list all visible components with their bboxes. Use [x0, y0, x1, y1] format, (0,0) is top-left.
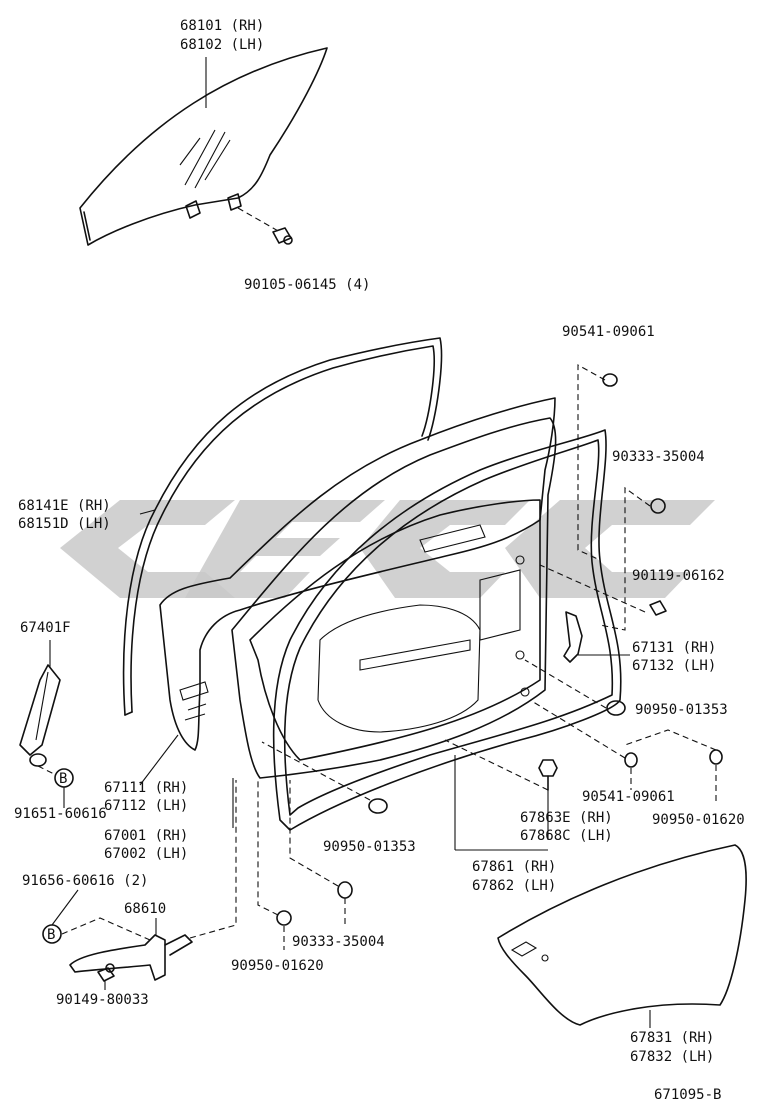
label-bolt-b: 90119-06162 [632, 568, 725, 584]
service-cover [497, 844, 747, 1026]
screw-a-icon: B [54, 768, 74, 788]
label-weatherstrip-lh: 68151D (LH) [18, 516, 111, 532]
door-weatherstrip [122, 337, 443, 716]
label-weatherstrip-lower-lh: 67862 (LH) [472, 878, 556, 894]
plug-center-icon [368, 798, 388, 814]
plug-b-leader [289, 780, 339, 887]
label-weatherstrip-lower-rh: 67861 (RH) [472, 859, 556, 875]
bolt-c-icon [97, 967, 115, 982]
bolt-b-icon [649, 600, 667, 616]
weatherstrip-leader [139, 509, 156, 515]
clip-mid-leader [444, 739, 549, 791]
label-clip-top: 90541-09061 [562, 324, 655, 340]
label-screw-b: 91656-60616 (2) [22, 873, 148, 889]
label-clip-mid-lh: 67868C (LH) [520, 828, 613, 844]
watermark-logo [60, 500, 715, 598]
label-screw-a: 91651-60616 [14, 806, 107, 822]
outer-panel-leader [139, 734, 179, 786]
door-check [69, 934, 193, 981]
label-clip-right: 90541-09061 [582, 789, 675, 805]
label-service-cover-lh: 67832 (LH) [630, 1049, 714, 1065]
door-outer-panel [159, 397, 556, 751]
label-plug-center: 90950-01353 [323, 839, 416, 855]
label-plug-b: 90333-35004 [292, 934, 385, 950]
label-door-check: 68610 [124, 901, 166, 917]
plug-center-leader [261, 741, 371, 801]
clip-top-leader [577, 364, 606, 561]
plug-b-icon [337, 881, 353, 899]
door-inner-frame [231, 417, 557, 779]
screw-b-leader-b [61, 917, 151, 941]
label-door-panel-lh: 67002 (LH) [104, 846, 188, 862]
plug-right-low-icon [709, 749, 723, 765]
label-hole-plug-right: 90950-01353 [635, 702, 728, 718]
circle-b-label-a: B [59, 771, 67, 787]
screw-b-icon: B [42, 924, 62, 944]
hole-plug-right-icon [606, 700, 626, 716]
label-panel-outer-rh: 67111 (RH) [104, 780, 188, 796]
plug-left-low-leader [257, 780, 279, 916]
plug-a-leader [599, 486, 651, 631]
hole-plug-right-leader [524, 659, 607, 709]
diagram-id: 671095-B [654, 1087, 721, 1103]
clip-right-icon [624, 752, 638, 768]
label-check-bracket-rh: 67131 (RH) [632, 640, 716, 656]
clip-right-leader [529, 699, 626, 759]
label-glass-rh: 68101 (RH) [180, 18, 264, 34]
label-panel-outer-lh: 67112 (LH) [104, 798, 188, 814]
door-check-leader-b [189, 780, 237, 939]
clip-mid-icon [538, 759, 558, 791]
label-glass-lh: 68102 (LH) [180, 37, 264, 53]
label-plug-left-low: 90950-01620 [231, 958, 324, 974]
plug-right-low-leader-a [624, 729, 717, 751]
glass-bolt-leader [237, 207, 281, 233]
check-bracket [563, 611, 583, 663]
window-glass [79, 47, 328, 246]
door-seal [272, 429, 622, 831]
bolt-b-leader [539, 564, 646, 613]
screw-a-leader [37, 765, 57, 776]
plug-left-low-icon [276, 910, 292, 926]
label-weatherstrip-rh: 68141E (RH) [18, 498, 111, 514]
label-service-cover-rh: 67831 (RH) [630, 1030, 714, 1046]
label-clip-mid-rh: 67863E (RH) [520, 810, 613, 826]
label-plug-a: 90333-35004 [612, 449, 705, 465]
label-check-bracket-lh: 67132 (LH) [632, 658, 716, 674]
label-door-panel-rh: 67001 (RH) [104, 828, 188, 844]
label-glass-bolt: 90105-06145 (4) [244, 277, 370, 293]
label-hinge-rod: 67401F [20, 620, 71, 636]
label-bolt-c: 90149-80033 [56, 992, 149, 1008]
clip-top-icon [602, 373, 618, 387]
label-plug-right-low: 90950-01620 [652, 812, 745, 828]
circle-b-label-b: B [47, 927, 55, 943]
plug-a-icon [650, 498, 666, 514]
glass-bolt-icon [272, 227, 293, 245]
hinge-rod [19, 664, 61, 767]
screw-b-leader [51, 889, 79, 926]
